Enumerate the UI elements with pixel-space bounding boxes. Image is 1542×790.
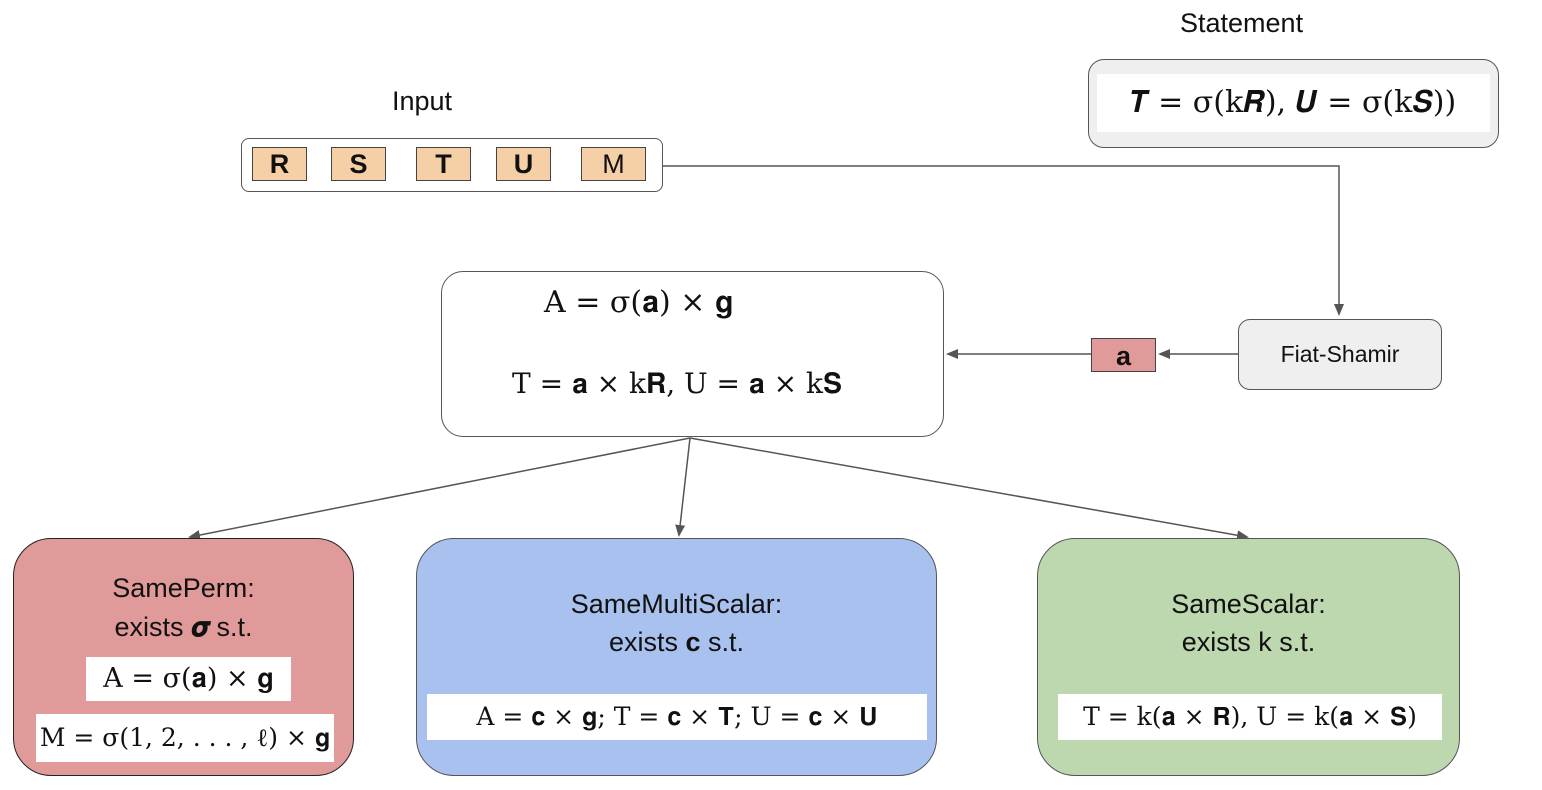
challenge-token: a xyxy=(1091,338,1156,372)
same-multiscalar-title: SameMultiScalar: xyxy=(570,589,783,619)
same-perm-box: SamePerm: exists 𝝈 s.t. A = σ(𝐚) × 𝐠 M =… xyxy=(13,538,354,776)
fiat-shamir-box: Fiat-Shamir xyxy=(1238,319,1442,390)
edge-center-to-same-perm xyxy=(188,437,691,540)
same-scalar-formula: T = k(𝐚 × 𝐑), U = k(𝐚 × 𝐒) xyxy=(1058,694,1442,740)
input-title: Input xyxy=(392,86,453,116)
token-t: T xyxy=(416,147,471,181)
same-scalar-title: SameScalar: xyxy=(1171,589,1326,619)
statement-box: 𝑻 = σ(k𝑹), 𝑼 = σ(k𝑺)) xyxy=(1088,59,1499,148)
statement-title: Statement xyxy=(1180,8,1304,38)
edge-center-to-same-multiscalar xyxy=(675,437,691,537)
same-perm-subtitle: exists 𝝈 s.t. xyxy=(14,612,353,644)
token-s: S xyxy=(331,147,386,181)
edge-center-to-same-scalar xyxy=(689,437,1249,541)
same-multiscalar-formula: A = 𝐜 × 𝐠; T = 𝐜 × 𝐓; U = 𝐜 × 𝐔 xyxy=(427,694,927,740)
same-perm-subtitle-prefix: exists xyxy=(114,612,192,642)
statement-formula: 𝑻 = σ(k𝑹), 𝑼 = σ(k𝑺)) xyxy=(1097,74,1490,132)
same-multiscalar-subtitle: exists c s.t. xyxy=(417,627,936,658)
same-multiscalar-subtitle-prefix: exists xyxy=(608,627,686,657)
same-perm-formula1: A = σ(𝐚) × 𝐠 xyxy=(86,657,291,701)
challenge-label: a xyxy=(1115,341,1132,371)
same-scalar-box: SameScalar: exists k s.t. T = k(𝐚 × 𝐑), … xyxy=(1037,538,1460,776)
same-perm-subtitle-suffix: s.t. xyxy=(208,612,253,642)
sigma-symbol: 𝝈 xyxy=(191,612,209,643)
same-multiscalar-box: SameMultiScalar: exists c s.t. A = 𝐜 × 𝐠… xyxy=(416,538,937,776)
token-r: R xyxy=(252,147,307,181)
fiat-shamir-label: Fiat-Shamir xyxy=(1280,341,1400,367)
center-line1: A = σ(𝐚) × 𝐠 xyxy=(544,285,734,320)
center-line2: T = 𝐚 × k𝐑, U = 𝐚 × k𝐒 xyxy=(512,367,843,400)
same-multiscalar-subtitle-suffix: s.t. xyxy=(700,627,745,657)
token-u: U xyxy=(496,147,551,181)
c-symbol: c xyxy=(685,627,701,657)
center-box: A = σ(𝐚) × 𝐠 T = 𝐚 × k𝐑, U = 𝐚 × k𝐒 xyxy=(441,271,944,437)
token-m: M xyxy=(581,147,646,181)
same-perm-title: SamePerm: xyxy=(112,573,255,603)
same-scalar-subtitle: exists k s.t. xyxy=(1181,627,1316,657)
edge-input-to-fiat-shamir xyxy=(663,165,1344,316)
input-box: R S T U M xyxy=(241,138,663,192)
same-perm-formula2: M = σ(1, 2, . . . , ℓ) × 𝐠 xyxy=(36,714,334,762)
